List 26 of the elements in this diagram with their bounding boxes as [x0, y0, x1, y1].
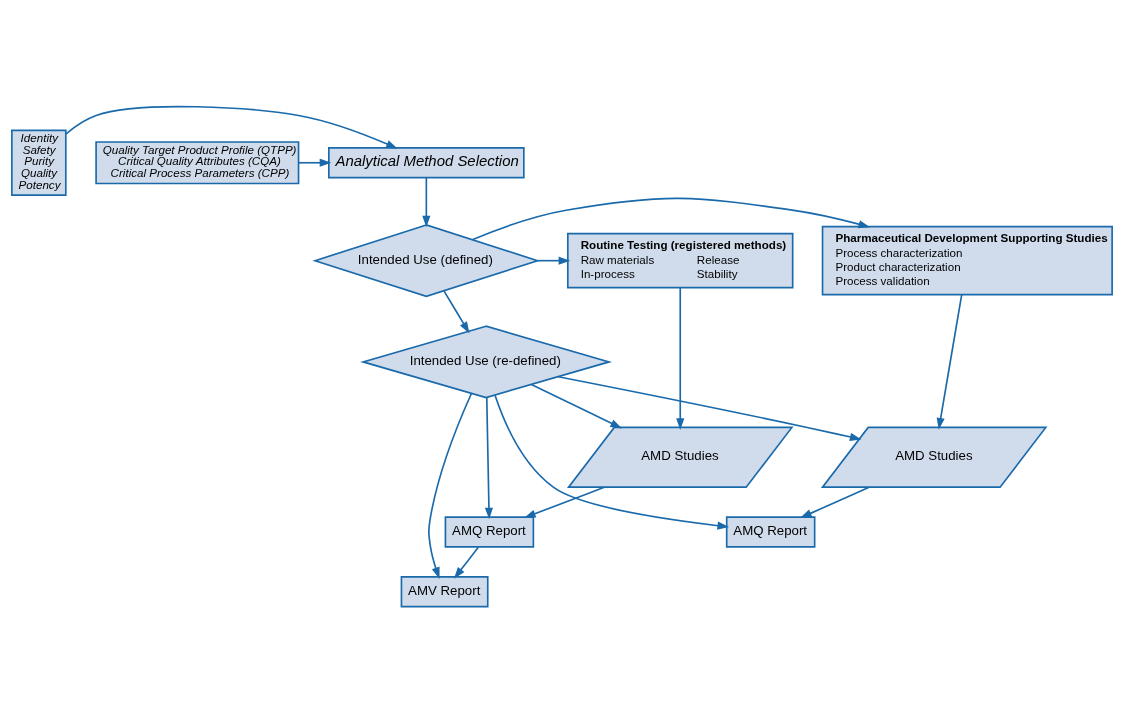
arrow: [936, 293, 963, 430]
arrow: [524, 486, 606, 518]
arrow: [443, 290, 470, 334]
node-diamond: Intended Use (re-defined): [360, 325, 613, 399]
node-box: AMQ Report: [725, 516, 816, 548]
arrow: [428, 392, 473, 579]
node-box: AMQ Report: [444, 516, 535, 548]
arrow: [454, 546, 480, 579]
node-box: Identity Safety Purity Quality Potency: [11, 129, 67, 196]
arrow: [297, 158, 332, 167]
arrow: [676, 286, 685, 430]
node-box: Routine Testing (registered methods) Raw materials Release In-process Stability: [566, 232, 794, 289]
node-box: Pharmaceutical Development Supporting Studies Process characterization Product characterization Process validation: [821, 225, 1113, 296]
node-diamond: Intended Use (defined): [312, 224, 541, 298]
arrow: [484, 396, 493, 520]
arrow: [422, 176, 431, 228]
arrow: [65, 105, 398, 149]
arrow: [530, 383, 623, 429]
node-box: Analytical Method Selection: [328, 147, 525, 179]
arrow: [557, 375, 862, 441]
arrow: [536, 256, 571, 265]
node-box: AMV Report: [400, 575, 489, 608]
arrow: [494, 394, 730, 530]
arrow: [800, 486, 870, 519]
arrow: [471, 197, 871, 241]
node-box: Quality Target Product Profile (QTPP) Critical Quality Attributes (CQA) Critical Process Parameters (CPP): [95, 141, 300, 185]
